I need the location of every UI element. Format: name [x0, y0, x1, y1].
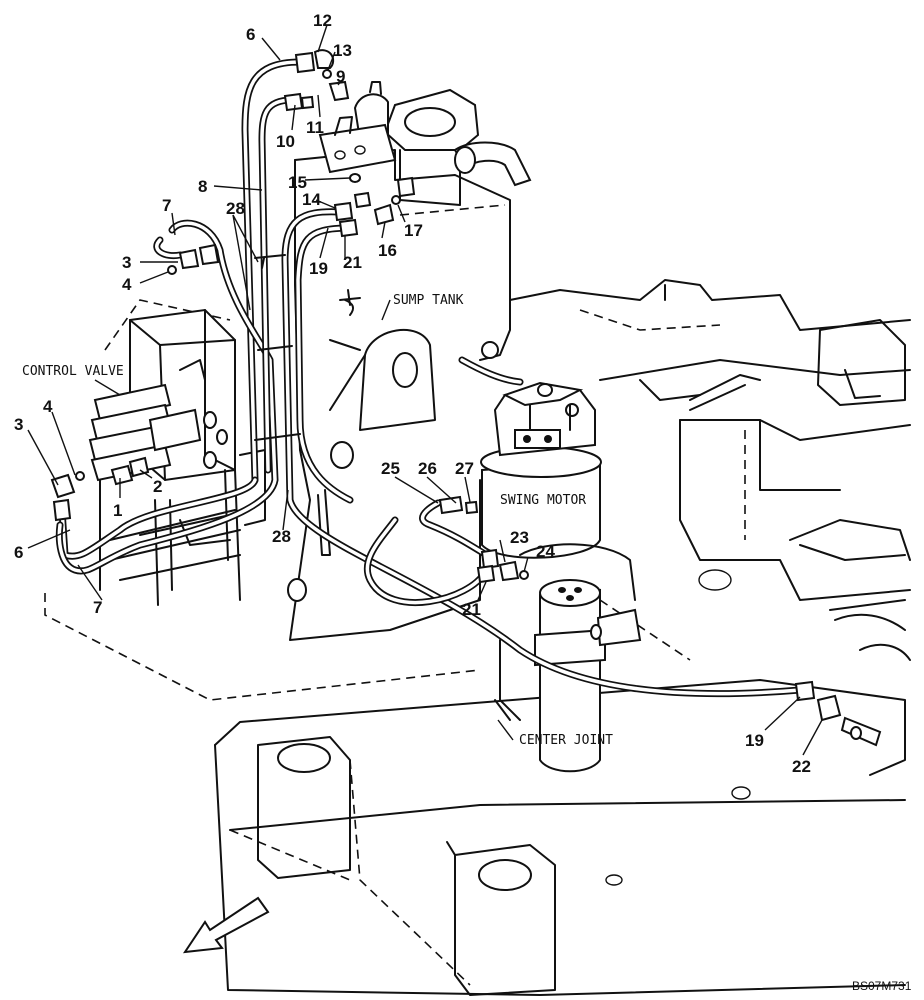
- swing-motor-label: SWING MOTOR: [500, 493, 586, 508]
- callout-8: 8: [198, 177, 207, 196]
- control-valve-label: CONTROL VALVE: [22, 364, 124, 379]
- callout-9: 9: [336, 67, 345, 86]
- hose-6: [58, 58, 304, 560]
- callout-10: 10: [276, 132, 295, 151]
- callout-19: 19: [745, 731, 764, 750]
- callout-6: 6: [246, 25, 255, 44]
- component-labels: SUMP TANK CONTROL VALVE SWING MOTOR CENT…: [22, 293, 613, 748]
- callout-16: 16: [378, 241, 397, 260]
- callout-6: 6: [14, 543, 23, 562]
- swing-motor: [480, 381, 602, 559]
- hose-8: [258, 96, 296, 474]
- callout-28: 28: [272, 527, 291, 546]
- hose-drain: [458, 356, 524, 386]
- sump-tank: [294, 81, 532, 451]
- callout-2: 2: [153, 477, 162, 496]
- fittings: [50, 49, 882, 747]
- callout-21: 21: [343, 253, 362, 272]
- callout-15: 15: [288, 173, 307, 192]
- callout-7: 7: [162, 196, 171, 215]
- hose-25: [419, 499, 492, 560]
- hose-clamps: [254, 254, 301, 441]
- swing-bracket: [287, 329, 481, 641]
- hose-21: [294, 224, 489, 606]
- callout-13: 13: [333, 41, 352, 60]
- control-valve: [88, 308, 266, 606]
- callout-3: 3: [14, 415, 23, 434]
- callout-7: 7: [93, 598, 102, 617]
- callout-11: 11: [306, 118, 324, 137]
- leader-lines: [27, 24, 823, 756]
- callout-19: 19: [309, 259, 328, 278]
- callout-27: 27: [455, 459, 474, 478]
- chassis-structure: [509, 279, 911, 661]
- callout-12: 12: [313, 11, 332, 30]
- front-arrow-icon: [182, 896, 270, 954]
- callout-4: 4: [122, 275, 132, 294]
- callout-24: 24: [536, 542, 555, 561]
- callout-21: 21: [462, 600, 481, 619]
- callout-4: 4: [43, 397, 53, 416]
- callout-22: 22: [792, 757, 811, 776]
- callout-28: 28: [226, 199, 245, 218]
- callout-26: 26: [418, 459, 437, 478]
- center-joint: [494, 543, 642, 773]
- callout-17: 17: [404, 221, 423, 240]
- center-joint-label: CENTER JOINT: [519, 733, 613, 748]
- callout-3: 3: [122, 253, 131, 272]
- callout-1: 1: [113, 501, 122, 520]
- callout-25: 25: [381, 459, 400, 478]
- callout-14: 14: [302, 190, 321, 209]
- hose-19: [281, 208, 804, 698]
- figure-code: BS07M731: [852, 979, 912, 993]
- sump-tank-label: SUMP TANK: [393, 293, 464, 308]
- callout-numbers: 12 13 9 6 10 11 8 15 14 16 17 19 21 28 7…: [14, 11, 811, 776]
- hose-7: [55, 219, 279, 575]
- callout-23: 23: [510, 528, 529, 547]
- upper-frame: [44, 299, 906, 996]
